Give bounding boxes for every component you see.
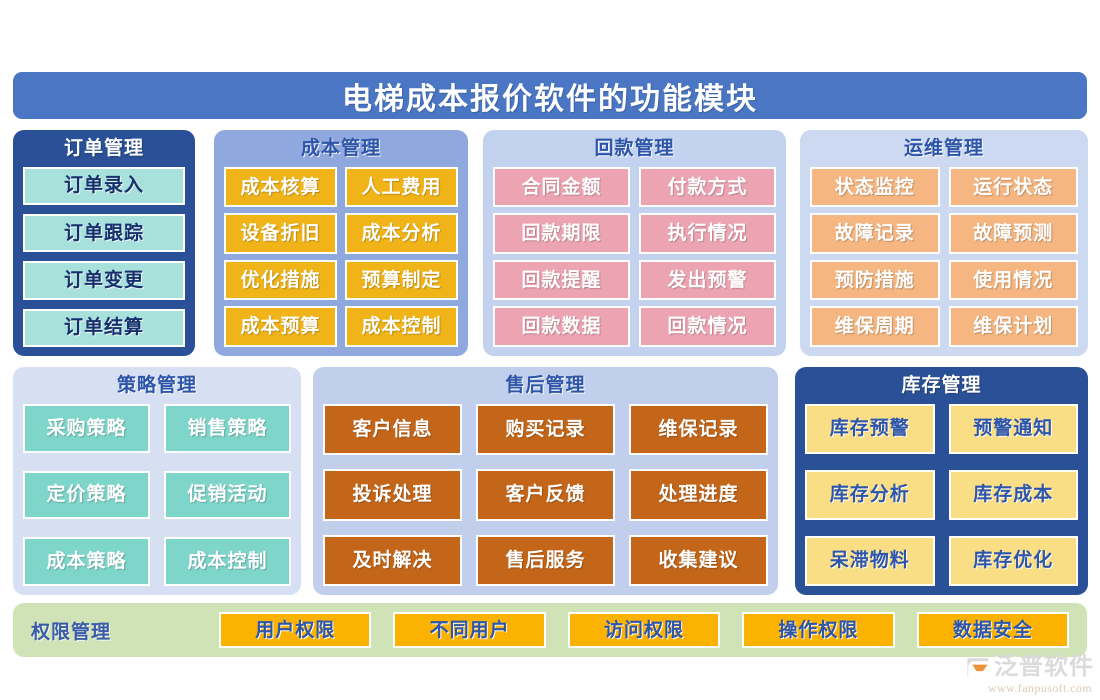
module-chip-cost-strategy[interactable]: 成本策略 <box>23 537 150 586</box>
module-chip-order-entry[interactable]: 订单录入 <box>23 166 185 206</box>
module-chip-collect-suggestions[interactable]: 收集建议 <box>629 534 768 586</box>
panel-items-permission-management: 用户权限 不同用户 访问权限 操作权限 数据安全 <box>219 612 1070 648</box>
module-chip-maintenance-cycle[interactable]: 维保周期 <box>810 306 940 347</box>
watermark-logo: 泛普软件 www.fanpusoft.com <box>944 650 1094 696</box>
module-chip-access-permission[interactable]: 访问权限 <box>567 612 721 648</box>
module-chip-inventory-cost[interactable]: 库存成本 <box>948 469 1078 520</box>
panel-title-after-sales-management: 售后管理 <box>505 375 586 396</box>
panel-title-operation-maintenance-management: 运维管理 <box>903 138 984 159</box>
panel-strategy-management: 策略管理 采购策略 销售策略 定价策略 促销活动 成本策略 成本控制 <box>13 367 301 595</box>
module-chip-pricing-strategy[interactable]: 定价策略 <box>23 470 150 520</box>
page-title-bar: 电梯成本报价软件的功能模块 <box>13 72 1087 119</box>
module-chip-timely-resolution[interactable]: 及时解决 <box>323 534 462 586</box>
panel-title-payment-collection-management: 回款管理 <box>594 138 675 159</box>
module-chip-collection-reminder[interactable]: 回款提醒 <box>493 259 630 301</box>
watermark-url: www.fanpusoft.com <box>987 681 1092 695</box>
module-chip-contract-amount[interactable]: 合同金额 <box>493 166 630 208</box>
module-chip-procurement-strategy[interactable]: 采购策略 <box>23 403 150 453</box>
module-chip-cost-control[interactable]: 成本控制 <box>345 306 458 347</box>
module-chip-inventory-analysis[interactable]: 库存分析 <box>805 469 935 520</box>
module-chip-cost-accounting[interactable]: 成本核算 <box>224 166 337 208</box>
module-chip-user-permission[interactable]: 用户权限 <box>219 612 372 648</box>
page-title: 电梯成本报价软件的功能模块 <box>342 82 758 116</box>
watermark-brand-row: 泛普软件 <box>965 654 1094 680</box>
module-chip-collection-data[interactable]: 回款数据 <box>493 306 630 347</box>
module-chip-fault-record[interactable]: 故障记录 <box>810 213 940 254</box>
panel-title-cost-management: 成本管理 <box>300 138 381 159</box>
panel-after-sales-management: 售后管理 客户信息 购买记录 维保记录 投诉处理 客户反馈 处理进度 及时解决 … <box>313 367 778 595</box>
module-chip-promotion-activity[interactable]: 促销活动 <box>164 470 291 520</box>
module-chip-order-change[interactable]: 订单变更 <box>23 261 185 300</box>
module-chip-slow-moving-material[interactable]: 呆滞物料 <box>805 535 935 586</box>
module-chip-preventive-measures[interactable]: 预防措施 <box>810 259 940 301</box>
module-chip-purchase-record[interactable]: 购买记录 <box>476 403 615 456</box>
module-chip-customer-feedback[interactable]: 客户反馈 <box>476 469 615 521</box>
panel-items-cost-management: 成本核算 人工费用 设备折旧 成本分析 优化措施 预算制定 成本预算 成本控制 <box>224 166 458 347</box>
panel-cost-management: 成本管理 成本核算 人工费用 设备折旧 成本分析 优化措施 预算制定 成本预算 … <box>214 130 468 356</box>
module-chip-order-settlement[interactable]: 订单结算 <box>23 308 185 347</box>
module-chip-cost-analysis[interactable]: 成本分析 <box>345 213 458 254</box>
module-chip-customer-info[interactable]: 客户信息 <box>323 403 462 456</box>
panel-title-order-management: 订单管理 <box>63 138 144 159</box>
module-chip-operation-permission[interactable]: 操作权限 <box>742 612 895 648</box>
panel-items-inventory-management: 库存预警 预警通知 库存分析 库存成本 呆滞物料 库存优化 <box>805 403 1078 586</box>
panel-items-strategy-management: 采购策略 销售策略 定价策略 促销活动 成本策略 成本控制 <box>23 403 291 586</box>
panel-payment-collection-management: 回款管理 合同金额 付款方式 回款期限 执行情况 回款提醒 发出预警 回款数据 … <box>483 130 786 356</box>
panel-operation-maintenance-management: 运维管理 状态监控 运行状态 故障记录 故障预测 预防措施 使用情况 维保周期 … <box>800 130 1088 356</box>
module-chip-different-users[interactable]: 不同用户 <box>393 612 546 648</box>
module-chip-maintenance-record[interactable]: 维保记录 <box>629 403 768 456</box>
module-chip-strategy-cost-control[interactable]: 成本控制 <box>164 537 291 586</box>
module-chip-usage-status[interactable]: 使用情况 <box>948 259 1078 301</box>
module-chip-fault-prediction[interactable]: 故障预测 <box>948 213 1078 254</box>
module-chip-equipment-depreciation[interactable]: 设备折旧 <box>224 213 337 254</box>
module-chip-collection-status[interactable]: 回款情况 <box>639 306 776 347</box>
panel-title-inventory-management: 库存管理 <box>901 375 982 396</box>
watermark-brand-name: 泛普软件 <box>994 654 1094 680</box>
panel-items-order-management: 订单录入 订单跟踪 订单变更 订单结算 <box>23 166 185 347</box>
module-chip-sales-strategy[interactable]: 销售策略 <box>164 403 291 453</box>
module-chip-data-security[interactable]: 数据安全 <box>916 612 1070 648</box>
panel-permission-management: 权限管理 用户权限 不同用户 访问权限 操作权限 数据安全 <box>13 603 1087 657</box>
module-chip-budget-formulation[interactable]: 预算制定 <box>345 259 458 301</box>
module-chip-payment-method[interactable]: 付款方式 <box>639 166 776 208</box>
panel-order-management: 订单管理 订单录入 订单跟踪 订单变更 订单结算 <box>13 130 195 356</box>
panel-items-operation-maintenance-management: 状态监控 运行状态 故障记录 故障预测 预防措施 使用情况 维保周期 维保计划 <box>810 166 1078 347</box>
module-chip-running-state[interactable]: 运行状态 <box>948 166 1078 208</box>
panel-inventory-management: 库存管理 库存预警 预警通知 库存分析 库存成本 呆滞物料 库存优化 <box>795 367 1088 595</box>
module-chip-optimization-measures[interactable]: 优化措施 <box>224 259 337 301</box>
module-chip-maintenance-plan[interactable]: 维保计划 <box>948 306 1078 347</box>
module-chip-inventory-alert[interactable]: 库存预警 <box>805 403 935 454</box>
module-chip-inventory-optimization[interactable]: 库存优化 <box>948 535 1078 586</box>
module-chip-order-tracking[interactable]: 订单跟踪 <box>23 214 185 253</box>
module-chip-cost-budget[interactable]: 成本预算 <box>224 306 337 347</box>
module-chip-issue-alert[interactable]: 发出预警 <box>639 259 776 301</box>
module-chip-alert-notification[interactable]: 预警通知 <box>948 403 1078 454</box>
module-chip-handling-progress[interactable]: 处理进度 <box>629 469 768 521</box>
module-chip-after-sales-service[interactable]: 售后服务 <box>476 534 615 586</box>
module-chip-complaint-handling[interactable]: 投诉处理 <box>323 469 462 521</box>
module-chip-status-monitoring[interactable]: 状态监控 <box>810 166 940 208</box>
panel-items-payment-collection-management: 合同金额 付款方式 回款期限 执行情况 回款提醒 发出预警 回款数据 回款情况 <box>493 166 776 347</box>
fanpu-logo-icon <box>967 658 989 676</box>
module-chip-execution-status[interactable]: 执行情况 <box>639 213 776 254</box>
module-chip-labor-cost[interactable]: 人工费用 <box>345 166 458 208</box>
module-chip-collection-term[interactable]: 回款期限 <box>493 213 630 254</box>
panel-title-strategy-management: 策略管理 <box>116 375 197 396</box>
panel-title-permission-management: 权限管理 <box>31 621 112 643</box>
panel-items-after-sales-management: 客户信息 购买记录 维保记录 投诉处理 客户反馈 处理进度 及时解决 售后服务 … <box>323 403 768 586</box>
